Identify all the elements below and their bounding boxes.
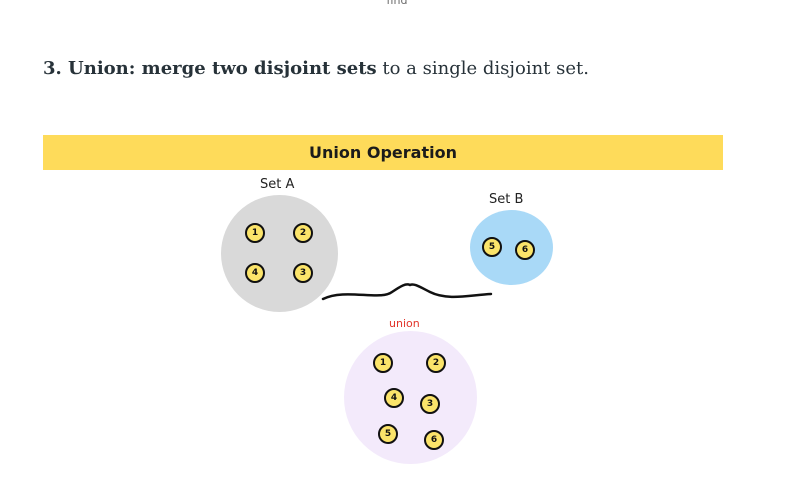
union-label: union: [389, 317, 420, 330]
set-a-node-4: 4: [245, 263, 265, 283]
figure-banner-title: Union Operation: [43, 135, 723, 170]
set-b-label: Set B: [489, 192, 524, 207]
union-node-1: 1: [373, 353, 393, 373]
set-b-node-5: 5: [482, 237, 502, 257]
union-set-blob: [344, 331, 477, 464]
union-node-5: 5: [378, 424, 398, 444]
set-a-blob: [221, 195, 338, 312]
union-node-6: 6: [424, 430, 444, 450]
top-caption: find: [386, 0, 408, 7]
set-a-node-2: 2: [293, 223, 313, 243]
union-node-3: 3: [420, 394, 440, 414]
set-a-node-1: 1: [245, 223, 265, 243]
set-b-node-6: 6: [515, 240, 535, 260]
union-description-rest: to a single disjoint set.: [376, 58, 589, 79]
union-description: 3. Union: merge two disjoint sets to a s…: [43, 58, 589, 79]
set-a-label: Set A: [260, 177, 295, 192]
union-node-2: 2: [426, 353, 446, 373]
union-node-4: 4: [384, 388, 404, 408]
set-a-node-3: 3: [293, 263, 313, 283]
union-description-bold: 3. Union: merge two disjoint sets: [43, 58, 377, 79]
